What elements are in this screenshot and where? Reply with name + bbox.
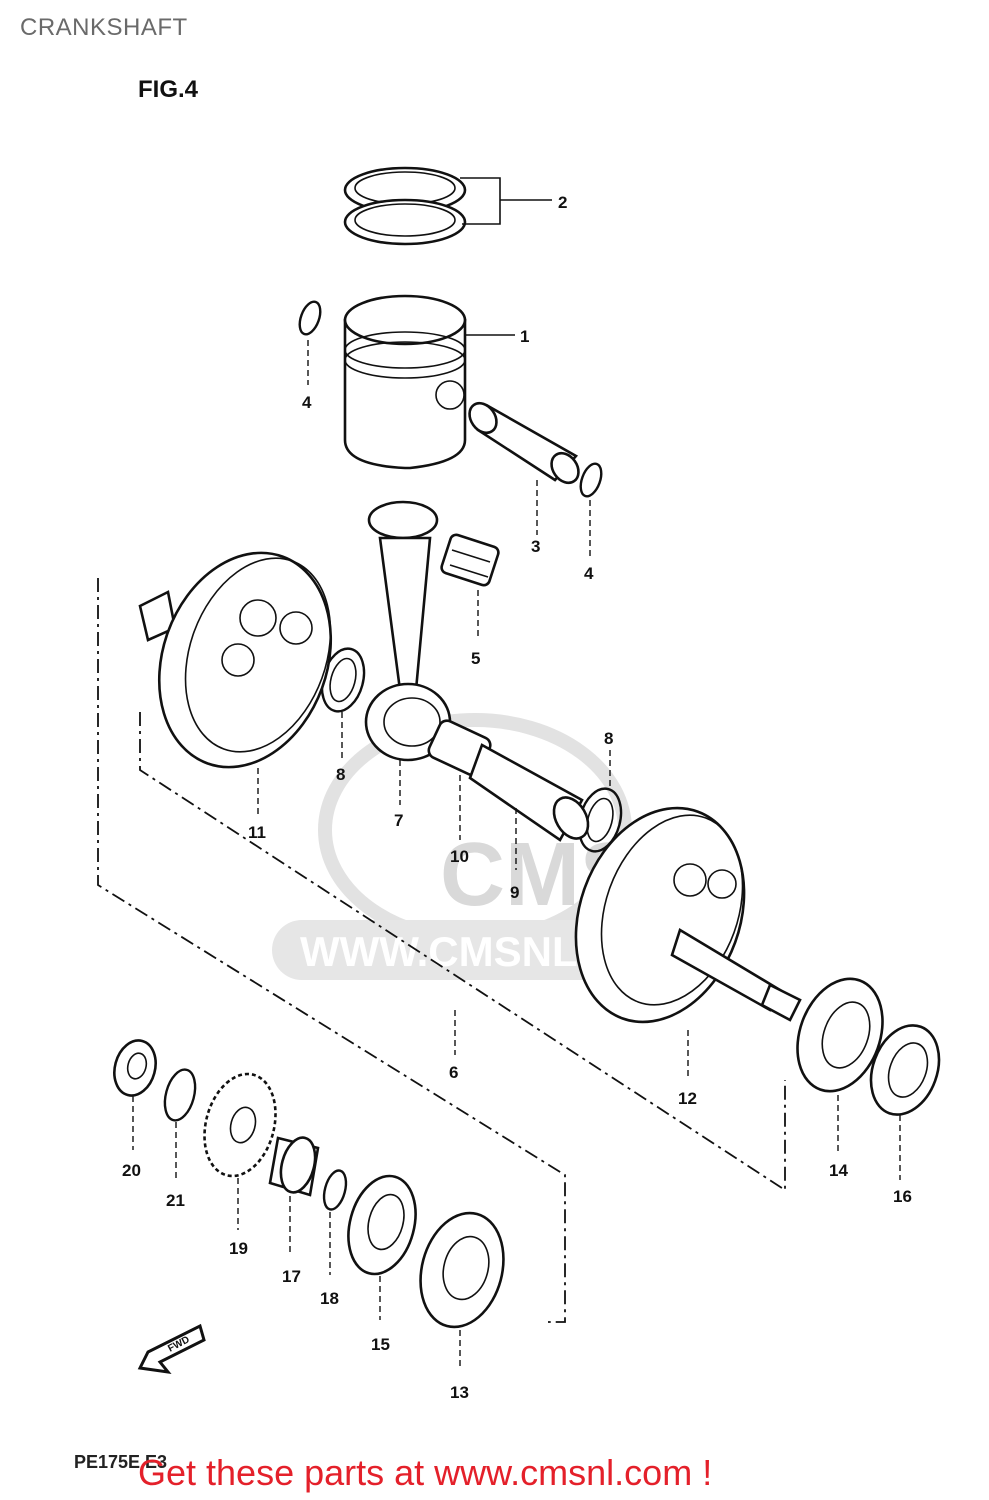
circlip-right <box>579 462 603 560</box>
crank-nut <box>113 1039 157 1150</box>
piston <box>343 294 515 470</box>
callout-5: 5 <box>471 649 480 668</box>
callout-8-right: 8 <box>604 729 613 748</box>
callout-6: 6 <box>449 1063 458 1082</box>
crank-pin <box>468 743 590 870</box>
callout-16: 16 <box>893 1187 912 1206</box>
callout-numbers: 2 1 4 3 4 5 8 8 7 11 10 9 6 12 14 16 20 … <box>122 193 912 1402</box>
callout-14: 14 <box>829 1161 848 1180</box>
callout-18: 18 <box>320 1289 339 1308</box>
o-ring <box>322 1169 348 1275</box>
callout-21: 21 <box>166 1191 185 1210</box>
callout-12: 12 <box>678 1089 697 1108</box>
right-crankshaft-half <box>574 806 802 1080</box>
callout-13: 13 <box>450 1383 469 1402</box>
left-crankshaft-half <box>138 551 333 815</box>
callout-19: 19 <box>229 1239 248 1258</box>
callout-4-left: 4 <box>302 393 312 412</box>
figure-label: FIG.4 <box>138 76 199 103</box>
piston-rings <box>343 166 552 246</box>
connecting-rod <box>364 500 452 805</box>
callout-20: 20 <box>122 1161 141 1180</box>
page-title: CRANKSHAFT <box>20 14 188 41</box>
callout-2: 2 <box>558 193 567 212</box>
callout-3: 3 <box>531 537 540 556</box>
figure-code: PE175E E3 <box>74 1452 168 1472</box>
callout-1: 1 <box>520 327 529 346</box>
callout-10: 10 <box>450 847 469 866</box>
callout-11: 11 <box>248 823 266 842</box>
left-main-bearing <box>419 1211 505 1370</box>
right-main-bearing <box>796 977 884 1155</box>
callout-4-right: 4 <box>584 564 594 583</box>
promo-link[interactable]: Get these parts at www.cmsnl.com ! <box>138 1452 713 1493</box>
circlip-left <box>298 300 322 385</box>
piston-pin <box>468 401 580 535</box>
spacer <box>268 1136 320 1255</box>
right-oil-seal <box>869 1024 941 1180</box>
small-end-bearing <box>440 533 500 640</box>
callout-9: 9 <box>510 883 519 902</box>
callout-7: 7 <box>394 811 403 830</box>
crankshaft-assembly-bracket <box>97 578 786 1323</box>
left-oil-seal <box>347 1174 417 1320</box>
callout-15: 15 <box>371 1335 390 1354</box>
callout-17: 17 <box>282 1267 301 1286</box>
forward-arrow-icon: FWD <box>137 1323 206 1375</box>
primary-drive-gear <box>203 1072 277 1230</box>
callout-8-left: 8 <box>336 765 345 784</box>
washer <box>163 1068 197 1180</box>
